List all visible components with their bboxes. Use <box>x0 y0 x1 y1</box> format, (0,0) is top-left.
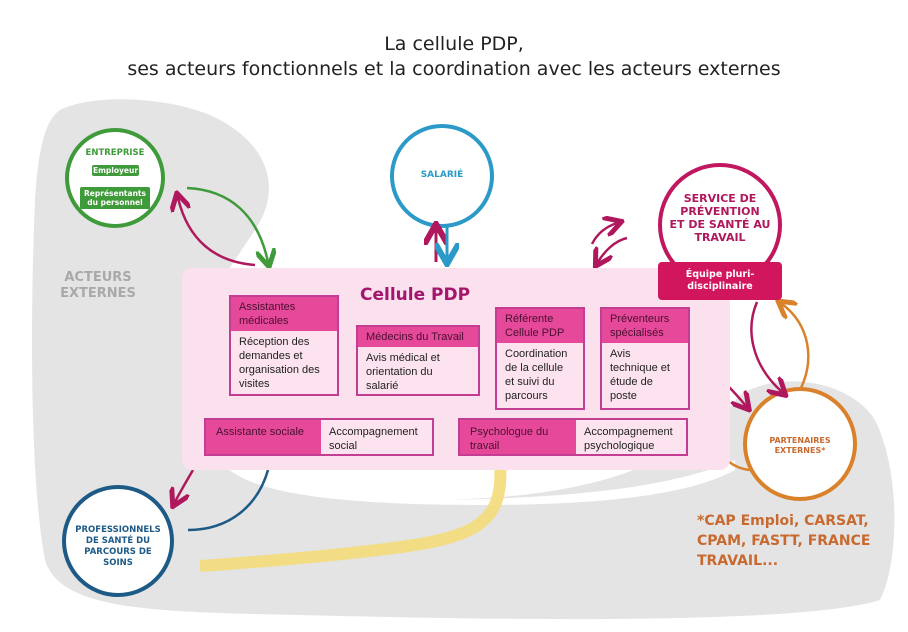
equipe-pluridisciplinaire-badge: Équipe pluri- disciplinaire <box>658 262 782 300</box>
partners-footnote: *CAP Emploi, CARSAT, CPAM, FASTT, FRANCE… <box>697 511 870 571</box>
professionnels-line-4: SOINS <box>103 558 133 568</box>
card-body: Coordination de la cellule et suivi du p… <box>497 343 583 407</box>
equipe-line-1: Équipe pluri- <box>685 269 755 280</box>
card-header-line: Cellule PDP <box>505 327 565 339</box>
card-body: Avis médical et orientation du salarié <box>358 347 478 397</box>
card-preventeurs-specialises: Préventeurs spécialisés Avis technique e… <box>600 307 690 410</box>
title-line-2: ses acteurs fonctionnels et la coordinat… <box>127 58 781 80</box>
row-body-line: social <box>329 440 358 452</box>
spst-line-3: ET DE SANTÉ AU <box>669 218 771 231</box>
card-body-line: et suivi du <box>505 376 555 388</box>
spst-line-4: TRAVAIL <box>694 231 746 244</box>
card-header: Assistantes médicales <box>231 297 337 331</box>
footnote-line-2: CPAM, FASTT, FRANCE <box>697 533 871 549</box>
professionnels-circle <box>62 485 174 597</box>
representants-line-1: Représentants <box>84 189 146 198</box>
card-header-line: Référente <box>505 313 554 325</box>
spst-title: SERVICE DE PRÉVENTION ET DE SANTÉ AU TRA… <box>650 192 790 244</box>
arrow-partenaires-to-spst <box>782 304 810 391</box>
card-header: Préventeurs spécialisés <box>602 309 688 343</box>
card-body-line: Avis <box>610 348 631 360</box>
card-medecins-du-travail: Médecins du Travail Avis médical et orie… <box>356 325 480 396</box>
card-header-line: Médecins du Travail <box>366 331 464 343</box>
card-body-line: demandes et <box>239 350 303 362</box>
arrow-cellule-to-professionnels <box>175 469 195 502</box>
professionnels-line-3: PARCOURS DE <box>84 547 152 557</box>
row-header: Psychologue du travail <box>460 420 576 454</box>
card-body-line: salarié <box>366 380 399 392</box>
professionnels-line-2: DE SANTÉ DU <box>85 536 151 546</box>
arrow-spst-to-cellule <box>598 236 628 262</box>
row-body-line: psychologique <box>584 440 655 452</box>
card-body-line: Avis médical et <box>366 352 440 364</box>
professionnels-line-1: PROFESSIONNELS <box>75 525 161 535</box>
card-body-line: étude de <box>610 376 653 388</box>
spst-line-1: SERVICE DE <box>683 192 757 205</box>
salarie-title: SALARIÉ <box>420 170 464 180</box>
arrow-cellule-to-spst <box>590 223 617 245</box>
row-header-line: Psychologue du <box>470 426 549 438</box>
card-header-line: médicales <box>239 315 289 327</box>
card-body-line: parcours <box>505 390 548 402</box>
footnote-line-3: TRAVAIL... <box>697 553 779 569</box>
row-body-line: Accompagnement <box>584 426 673 438</box>
spst-line-2: PRÉVENTION <box>680 205 760 218</box>
employeur-badge: Employeur <box>92 165 139 176</box>
card-body-line: Coordination <box>505 348 568 360</box>
card-header-line: Préventeurs <box>610 313 670 325</box>
link-professionnels-cellule <box>187 469 270 532</box>
external-actors-line-1: ACTEURS <box>64 270 132 285</box>
card-body-line: orientation du <box>366 366 433 378</box>
card-header-line: spécialisés <box>610 327 664 339</box>
zone-inner-cutout <box>230 460 735 505</box>
card-body-line: Réception des <box>239 336 310 348</box>
equipe-line-2: disciplinaire <box>687 281 753 292</box>
card-body: Réception des demandes et organisation d… <box>231 331 337 395</box>
arrow-entreprise-to-cellule <box>186 186 268 262</box>
title-line-1: La cellule PDP, <box>384 33 524 55</box>
professionnels-title: PROFESSIONNELS DE SANTÉ DU PARCOURS DE S… <box>64 525 172 569</box>
row-header-line: travail <box>470 440 500 452</box>
card-body-line: de la cellule <box>505 362 564 374</box>
card-header: Médecins du Travail <box>358 327 478 347</box>
card-body-line: poste <box>610 390 637 402</box>
representants-badge: Représentants du personnel <box>80 187 150 209</box>
arrow-spst-to-partenaires <box>750 301 782 392</box>
row-body: Accompagnement social <box>321 420 432 454</box>
external-actors-line-2: EXTERNES <box>60 286 136 301</box>
partenaires-title: PARTENAIRES EXTERNES* <box>750 436 850 456</box>
partenaires-line-2: EXTERNES* <box>774 446 826 455</box>
card-body: Avis technique et étude de poste <box>602 343 688 407</box>
link-psychologue-professionnels <box>199 461 507 572</box>
cellule-pdp-title: Cellule PDP <box>360 285 471 305</box>
entreprise-title: ENTREPRISE <box>85 148 145 158</box>
card-referente-cellule: Référente Cellule PDP Coordination de la… <box>495 307 585 410</box>
row-psychologue-du-travail: Psychologue du travail Accompagnement ps… <box>458 418 688 456</box>
footnote-line-1: *CAP Emploi, CARSAT, <box>697 513 869 529</box>
row-body: Accompagnement psychologique <box>576 420 686 454</box>
arrow-cellule-to-entreprise <box>178 198 256 267</box>
row-header: Assistante sociale <box>206 420 321 454</box>
partenaires-line-1: PARTENAIRES <box>769 436 831 445</box>
row-header-line: Assistante sociale <box>216 426 305 438</box>
card-body-line: technique et <box>610 362 670 374</box>
row-assistante-sociale: Assistante sociale Accompagnement social <box>204 418 434 456</box>
card-header: Référente Cellule PDP <box>497 309 583 343</box>
card-header-line: Assistantes <box>239 301 296 313</box>
card-body-line: organisation des <box>239 364 320 376</box>
external-actors-label: ACTEURS EXTERNES <box>48 270 148 302</box>
card-body-line: visites <box>239 378 270 390</box>
row-body-line: Accompagnement <box>329 426 418 438</box>
representants-line-2: du personnel <box>87 198 143 207</box>
card-assistantes-medicales: Assistantes médicales Réception des dema… <box>229 295 339 396</box>
entreprise-circle <box>65 128 165 228</box>
